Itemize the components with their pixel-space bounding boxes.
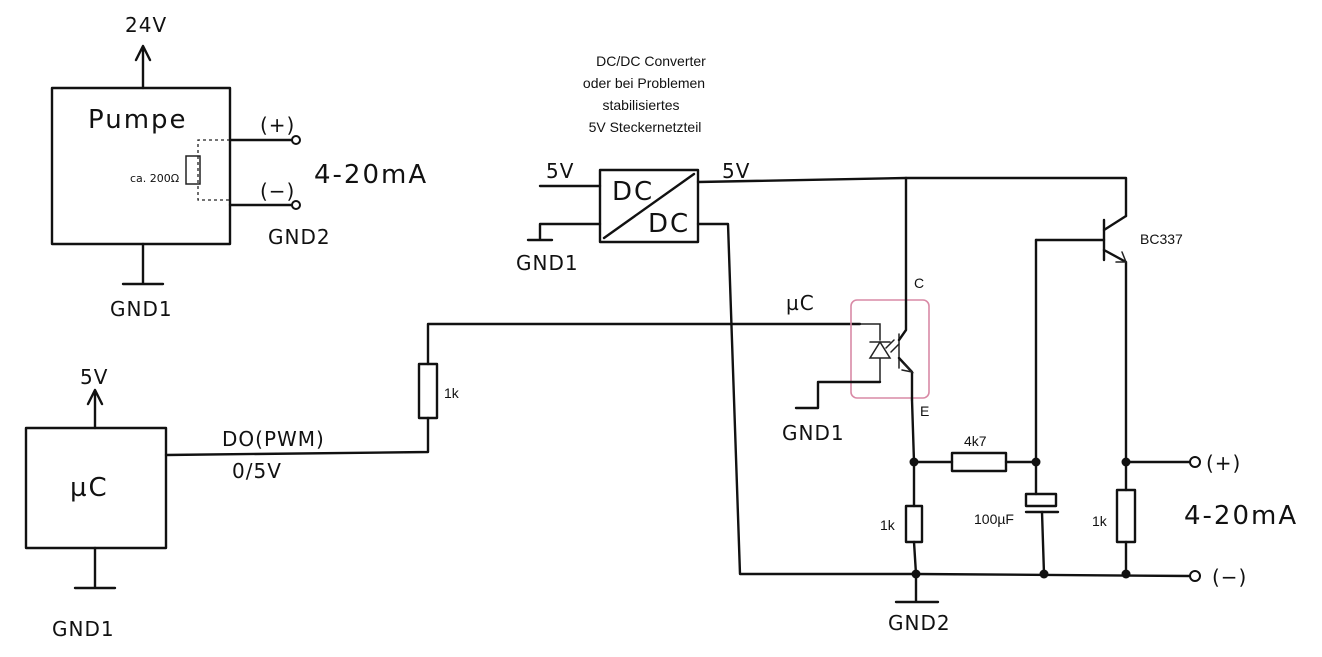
pump-ground-label: GND1 — [110, 297, 173, 321]
emitter-wire — [910, 398, 916, 464]
converter-note-line-2: oder bei Problemen — [583, 75, 705, 91]
optocoupler-emitter-arrow — [901, 363, 915, 374]
optocoupler-light-arrows — [885, 339, 900, 353]
pump-supply-arrow — [134, 44, 152, 90]
converter-input-label: 5V — [546, 159, 574, 183]
optocoupler-led — [859, 323, 892, 383]
mcu-ground-symbol — [73, 546, 117, 590]
pump-ground-symbol — [121, 242, 165, 286]
transistor-collector — [1102, 214, 1128, 232]
mcu-supply-arrow — [86, 388, 104, 430]
pump-box — [50, 86, 232, 246]
capacitor-plate-top — [1024, 492, 1058, 508]
converter-block: DC/DC Converter oder bei Problemen stabi… — [516, 53, 750, 275]
output-plus-label: (+) — [1206, 451, 1241, 475]
output-current-label: 4-20mA — [1184, 501, 1298, 531]
converter-diagonal — [602, 172, 696, 240]
output-plus-terminal — [1189, 456, 1201, 468]
transistor-emitter-arrow — [1115, 251, 1128, 263]
optocoupler-outline — [850, 299, 930, 399]
rail-5v — [696, 176, 1128, 218]
signal-wire-upper — [426, 322, 862, 366]
pump-internal-resistor — [185, 155, 201, 185]
pump-resistor-label: ca. 200Ω — [130, 172, 179, 185]
pump-plus-terminal — [291, 135, 301, 145]
gnd2-node-cap — [1039, 569, 1049, 579]
series-resistor — [417, 362, 439, 420]
load-resistor — [1115, 488, 1137, 544]
series-resistor-label: 1k — [444, 385, 460, 401]
mcu-signal-label-2: 0/5V — [232, 459, 282, 483]
pump-gnd2-label: GND2 — [268, 225, 331, 249]
pump-block: 24V Pumpe ca. 200Ω (+) (−) 4-20mA GND2 G… — [50, 13, 428, 321]
pump-minus-label: (−) — [260, 179, 295, 203]
pump-output-label: 4-20mA — [314, 160, 428, 190]
optocoupler: C E GND1 — [782, 176, 930, 445]
pump-minus-terminal — [291, 200, 301, 210]
converter-ground-label: GND1 — [516, 251, 579, 275]
converter-output-label: 5V — [722, 159, 750, 183]
capacitor-bottom-wire — [1040, 510, 1046, 576]
opto-gnd-label: GND1 — [782, 421, 845, 445]
converter-box — [598, 168, 700, 244]
converter-return-wire — [696, 222, 918, 576]
emitter-resistor — [904, 504, 924, 544]
gnd2-ground-symbol — [894, 572, 940, 604]
filter-resistor-label: 4k7 — [964, 433, 987, 449]
converter-note-line-3: stabilisiertes — [602, 97, 679, 113]
mcu-signal-label-1: DO(PWM) — [222, 427, 325, 451]
converter-ground-symbol — [526, 222, 602, 242]
pump-title: Pumpe — [88, 105, 188, 135]
mcu-title: µC — [70, 473, 109, 503]
output-minus-label: (−) — [1212, 565, 1247, 589]
gnd2-node-load — [1121, 569, 1131, 579]
converter-dc-bottom: DC — [648, 209, 690, 239]
pump-plus-label: (+) — [260, 113, 295, 137]
converter-note-line-1: DC/DC Converter — [596, 53, 706, 69]
filter-resistor — [950, 451, 1008, 473]
pump-supply-label: 24V — [125, 13, 167, 37]
converter-dc-top: DC — [612, 177, 654, 207]
transistor-label: BC337 — [1140, 231, 1183, 247]
mcu-supply-label: 5V — [80, 365, 108, 389]
emitter-resistor-bottom-wire — [912, 540, 918, 576]
pump-internal-wiring — [197, 139, 230, 201]
emitter-label: E — [920, 403, 929, 419]
capacitor-label: 100µF — [974, 511, 1014, 527]
optocoupler-input-label: µC — [786, 291, 815, 315]
collector-label: C — [914, 275, 924, 291]
mcu-ground-label: GND1 — [52, 617, 115, 641]
load-resistor-label: 1k — [1092, 513, 1108, 529]
gnd2-label: GND2 — [888, 611, 951, 635]
converter-note-line-4: 5V Steckernetzteil — [589, 119, 702, 135]
emitter-resistor-label: 1k — [880, 517, 896, 533]
signal-wire-lower — [164, 416, 430, 457]
gnd2-rail — [914, 572, 1192, 578]
transistor-emitter — [1102, 248, 1128, 464]
optocoupler-cathode-wire — [794, 380, 882, 410]
output-minus-terminal — [1189, 570, 1201, 582]
transistor-bc337: BC337 — [1034, 214, 1183, 464]
mcu-block: 5V µC GND1 DO(PWM) 0/5V — [24, 365, 325, 641]
optocoupler-collector-emitter — [897, 176, 914, 402]
